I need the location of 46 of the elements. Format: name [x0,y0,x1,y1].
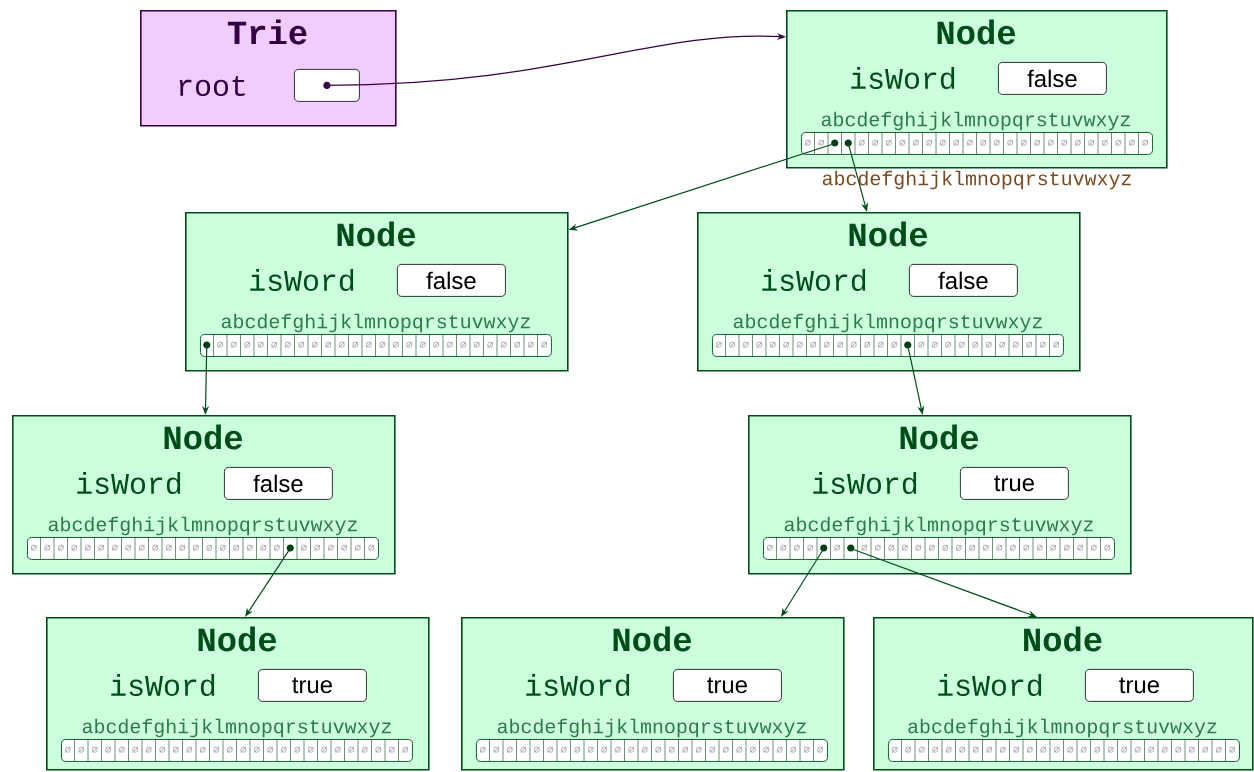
pointer-array: ∅ ∅ ∅ ∅ ∅ ∅ ∅ ∅ ∅ ∅ ∅ ∅ ∅ ∅ ∅ ∅ ∅ ∅ ∅ ∅ ∅ ∅ ∅ ∅ ∅ [712,333,1064,357]
value-box: false [998,62,1107,95]
pointer-field [294,69,360,102]
pointer-array: ∅ ∅ ∅ ∅ ∅ ∅ ∅ ∅ ∅ ∅ ∅ ∅ ∅ ∅ ∅ ∅ ∅ ∅ ∅ ∅ ∅ ∅ ∅ ∅ ∅ ∅ [888,738,1240,762]
value-box: false [909,264,1018,297]
field-name: isWord [526,674,630,696]
alphabet-text: abcdefghijklmnopqrstuvwxyz [48,516,357,536]
heading: Node [1024,626,1102,652]
alphabet-text: abcdefghijklmnopqrstuvwxyz [784,516,1093,536]
value-box: false [224,467,333,500]
field-name: root [179,75,245,97]
pointer-array: ∅ ∅ ∅ ∅ ∅ ∅ ∅ ∅ ∅ ∅ ∅ ∅ ∅ ∅ ∅ ∅ ∅ ∅ ∅ ∅ ∅ ∅ ∅ ∅ ∅ ∅ [61,738,413,762]
alphabet-text: abcdefghijklmnopqrstuvwxyz [221,313,530,333]
value-box: false [397,264,506,297]
field-name: isWord [111,674,215,696]
alphabet-text: abcdefghijklmnopqrstuvwxyz [82,718,391,738]
pointer-array: ∅ ∅ ∅ ∅ ∅ ∅ ∅ ∅ ∅ ∅ ∅ ∅ ∅ ∅ ∅ ∅ ∅ ∅ ∅ ∅ ∅ ∅ ∅ ∅ ∅ [200,333,552,357]
value-box: true [673,669,782,702]
heading: Node [937,19,1015,45]
heading: Node [900,424,978,450]
arrow [245,547,291,617]
value-box: true [258,669,367,702]
field-name: isWord [938,674,1042,696]
pointer-array: ∅ ∅ ∅ ∅ ∅ ∅ ∅ ∅ ∅ ∅ ∅ ∅ ∅ ∅ ∅ ∅ ∅ ∅ ∅ ∅ ∅ ∅ ∅ ∅ ∅ ∅ [476,738,828,762]
heading: Node [337,221,415,247]
heading: Node [198,626,276,652]
heading: Trie [227,19,307,45]
heading: Node [849,221,927,247]
heading: Node [164,424,242,450]
value-box: true [1085,669,1194,702]
pointer-array: ∅ ∅ ∅ ∅ ∅ ∅ ∅ ∅ ∅ ∅ ∅ ∅ ∅ ∅ ∅ ∅ ∅ ∅ ∅ ∅ ∅ ∅ ∅ ∅ [763,536,1115,560]
field-name: isWord [77,472,181,494]
pointer-array: ∅ ∅ ∅ ∅ ∅ ∅ ∅ ∅ ∅ ∅ ∅ ∅ ∅ ∅ ∅ ∅ ∅ ∅ ∅ ∅ ∅ ∅ ∅ ∅ ∅ [27,536,379,560]
pointer-array: ∅ ∅ ∅ ∅ ∅ ∅ ∅ ∅ ∅ ∅ ∅ ∅ ∅ ∅ ∅ ∅ ∅ ∅ ∅ ∅ ∅ ∅ ∅ ∅ [801,131,1153,155]
field-name: isWord [813,472,917,494]
field-name: isWord [250,269,354,291]
heading: Node [613,626,691,652]
field-name: isWord [851,67,955,89]
alphabet-text: abcdefghijklmnopqrstuvwxyz [497,718,806,738]
arrow [850,547,1037,618]
arrow [781,547,825,617]
alphabet-text: abcdefghijklmnopqrstuvwxyz [908,718,1217,738]
alphabet-text: abcdefghijklmnopqrstuvwxyz [821,111,1130,131]
field-name: isWord [762,269,866,291]
alphabet-text: abcdefghijklmnopqrstuvwxyz [733,313,1042,333]
value-box: true [960,467,1069,500]
